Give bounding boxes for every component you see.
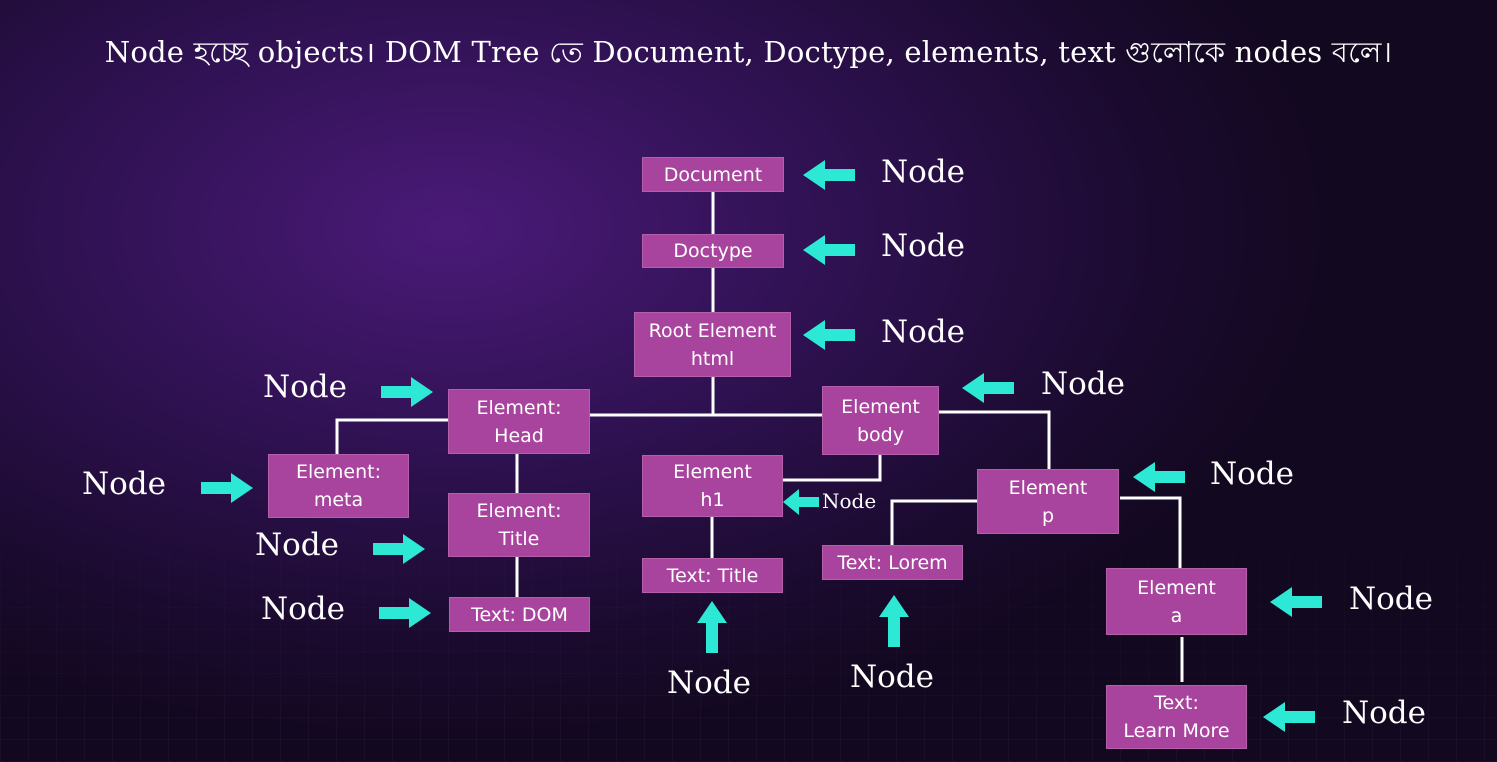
node-body-line-1: Element <box>841 395 920 418</box>
node-p: Element p <box>977 469 1119 534</box>
node-a-line-1: Element <box>1137 576 1216 599</box>
node-p-line-2: p <box>1041 504 1055 527</box>
node-a: Element a <box>1106 568 1247 635</box>
node-head-line-2: Head <box>494 424 544 447</box>
node-meta: Element: meta <box>268 454 409 518</box>
node-text-learn-line-2: Learn More <box>1123 720 1230 742</box>
connector-head-meta <box>335 418 449 455</box>
connector-body-p <box>939 410 1051 470</box>
label-head-node: Node <box>263 369 347 405</box>
node-root-line-2: html <box>690 347 735 370</box>
arrow-left-icon <box>1270 587 1322 617</box>
node-meta-line-1: Element: <box>295 461 382 483</box>
node-body-line-2: body <box>857 423 904 446</box>
connector-p-a <box>1120 496 1182 568</box>
node-text-lorem: Text: Lorem <box>822 545 963 580</box>
node-title-element: Element: Title <box>448 493 590 557</box>
label-text-lorem-node: Node <box>850 659 934 695</box>
arrow-right-icon <box>201 473 253 503</box>
node-doctype: Doctype <box>642 234 784 268</box>
label-text-learn-node: Node <box>1342 695 1426 731</box>
node-text-lorem-line-1: Text: Lorem <box>837 551 948 574</box>
node-title-line-1: Element: <box>476 500 562 522</box>
node-root-line-1: Root Element <box>648 319 777 342</box>
label-text-title-node: Node <box>667 665 751 701</box>
arrow-left-icon <box>962 373 1014 403</box>
node-p-line-1: Element <box>1008 476 1088 499</box>
label-p-node: Node <box>1210 456 1294 492</box>
arrow-up-icon <box>697 601 727 653</box>
label-root-node: Node <box>881 314 965 350</box>
node-meta-line-2: meta <box>313 489 364 511</box>
node-text-dom-line-1: Text: DOM <box>471 603 568 626</box>
page-title: Node হচ্ছে objects। DOM Tree তে Document… <box>104 35 1393 69</box>
node-text-title-line-1: Text: Title <box>666 564 759 587</box>
label-meta-node: Node <box>82 466 166 502</box>
arrow-left-icon <box>803 235 855 265</box>
node-text-learn-more: Text: Learn More <box>1106 685 1247 749</box>
arrow-left-icon <box>783 489 819 515</box>
connector-body-h1 <box>783 455 882 482</box>
arrow-right-icon <box>373 534 425 564</box>
node-head: Element: Head <box>448 389 590 454</box>
node-text-dom: Text: DOM <box>449 597 590 632</box>
label-document-node: Node <box>881 154 965 190</box>
node-h1-line-1: Element <box>673 461 752 483</box>
node-head-line-1: Element: <box>476 396 562 419</box>
arrow-right-icon <box>381 377 433 407</box>
node-document: Document <box>642 157 784 192</box>
arrow-left-icon <box>803 160 855 190</box>
label-a-node: Node <box>1349 581 1433 617</box>
node-document-line-1: Document <box>663 163 763 186</box>
arrow-left-icon <box>1263 702 1315 732</box>
node-title-line-2: Title <box>498 528 540 550</box>
node-body: Element body <box>822 386 939 455</box>
node-doctype-line-1: Doctype <box>673 240 753 262</box>
node-h1-line-2: h1 <box>700 489 725 511</box>
connector-p-lorem <box>890 499 977 546</box>
node-text-learn-line-1: Text: <box>1154 692 1199 714</box>
node-a-line-2: a <box>1170 604 1183 627</box>
node-root-element: Root Element html <box>634 312 791 377</box>
node-text-title: Text: Title <box>642 558 783 593</box>
label-body-node: Node <box>1041 366 1125 402</box>
arrow-up-icon <box>879 595 909 647</box>
label-doctype-node: Node <box>881 228 965 264</box>
label-title-node: Node <box>255 527 339 563</box>
arrow-left-icon <box>1133 462 1185 492</box>
label-h1-node: Node <box>822 489 877 513</box>
node-h1: Element h1 <box>642 455 783 517</box>
arrow-left-icon <box>803 320 855 350</box>
arrow-right-icon <box>379 598 431 628</box>
label-text-dom-node: Node <box>261 591 345 627</box>
